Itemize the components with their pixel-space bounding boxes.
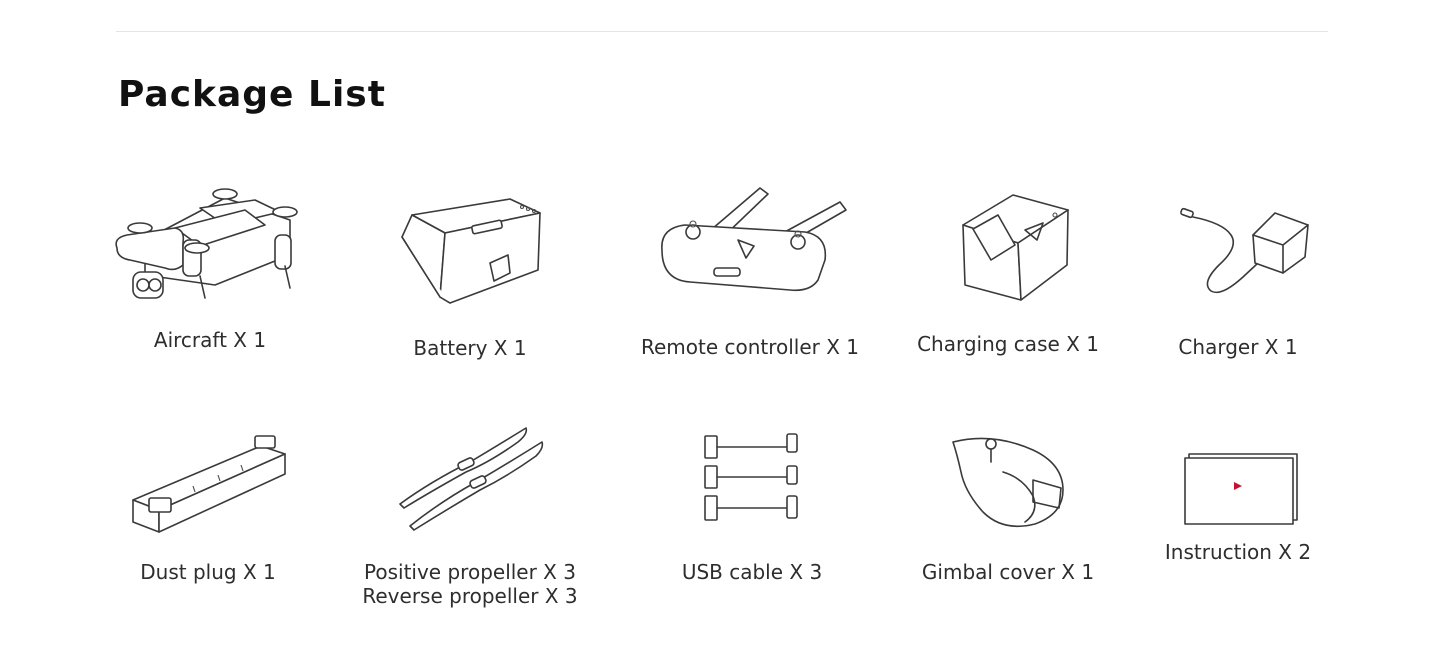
top-divider <box>116 31 1328 32</box>
item-label-secondary: Reverse propeller X 3 <box>362 584 578 608</box>
propeller-icon <box>399 427 544 531</box>
item-label: Instruction X 2 <box>1164 540 1312 564</box>
page-title: Package List <box>118 74 386 115</box>
instruction-icon <box>1184 453 1298 525</box>
dust-plug-icon <box>132 435 286 533</box>
package-item-charging-case: Charging case X 1 <box>888 185 1128 356</box>
battery-icon <box>401 198 541 304</box>
package-item-remote-controller: Remote controller X 1 <box>630 180 870 359</box>
aircraft-icon <box>115 188 298 299</box>
charging-case-icon <box>962 194 1069 301</box>
item-label: Positive propeller X 3 <box>364 560 576 584</box>
package-item-dust-plug: Dust plug X 1 <box>88 428 328 584</box>
item-label: Dust plug X 1 <box>140 560 276 584</box>
item-label: USB cable X 3 <box>681 560 823 584</box>
item-label: Battery X 1 <box>413 336 527 360</box>
package-item-gimbal-cover: Gimbal cover X 1 <box>888 432 1128 584</box>
package-item-aircraft: Aircraft X 1 <box>90 180 330 352</box>
package-item-usb-cable: USB cable X 3 <box>632 428 872 584</box>
charger-icon <box>1180 207 1309 294</box>
package-item-battery: Battery X 1 <box>350 185 590 360</box>
package-item-instruction: Instruction X 2 <box>1118 448 1358 564</box>
item-label: Remote controller X 1 <box>640 335 860 359</box>
package-item-charger: Charger X 1 <box>1118 195 1358 359</box>
item-label: Aircraft X 1 <box>153 328 267 352</box>
usb-cable-icon <box>704 433 798 521</box>
package-item-propeller: Positive propeller X 3 Reverse propeller… <box>350 422 590 608</box>
item-label: Charging case X 1 <box>917 332 1099 356</box>
item-label: Charger X 1 <box>1178 335 1298 359</box>
remote-controller-icon <box>661 187 847 292</box>
item-label: Gimbal cover X 1 <box>921 560 1095 584</box>
gimbal-cover-icon <box>952 437 1064 528</box>
